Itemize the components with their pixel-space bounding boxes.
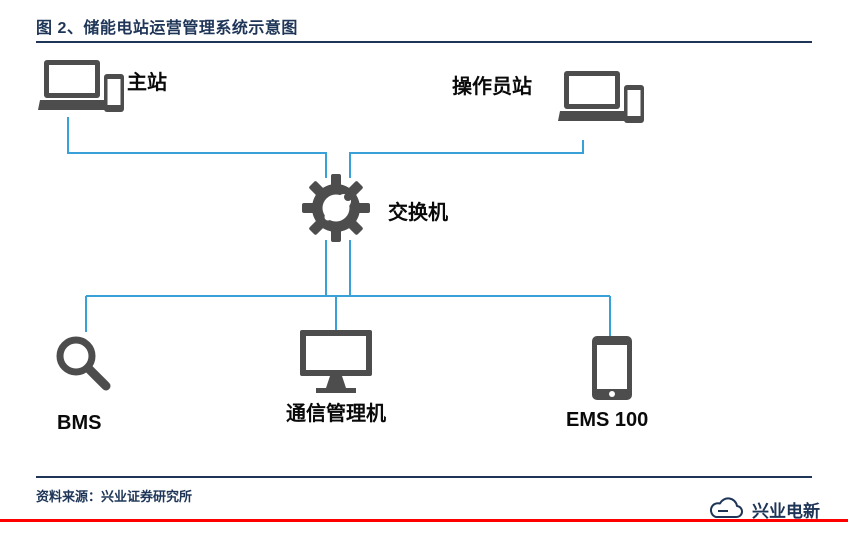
node-switch — [300, 172, 372, 249]
brand-name: 兴业电新 — [752, 501, 820, 521]
footer-divider — [36, 476, 812, 478]
brand-logo: 兴业电新 — [706, 496, 820, 522]
node-main-station — [38, 60, 126, 125]
node-operator-station — [558, 70, 646, 137]
magnifier-icon — [56, 336, 111, 391]
tablet-icon — [592, 336, 632, 400]
node-ems100 — [592, 336, 632, 405]
gear-wrench-icon — [302, 174, 370, 242]
monitor-icon — [300, 330, 372, 393]
node-label-comm-manager: 通信管理机 — [286, 403, 386, 425]
node-label-switch: 交换机 — [388, 202, 448, 224]
node-bms — [52, 332, 114, 399]
cloud-logo-icon — [710, 497, 743, 518]
red-divider — [0, 519, 848, 522]
node-label-ems100: EMS 100 — [566, 409, 649, 431]
node-label-bms: BMS — [57, 412, 102, 434]
title-underline — [36, 41, 812, 43]
laptop-phone-icon — [558, 71, 644, 123]
figure-title: 图 2、储能电站运营管理系统示意图 — [36, 20, 298, 37]
node-comm-manager — [300, 330, 372, 399]
laptop-phone-icon — [38, 60, 124, 112]
node-label-main-station: 主站 — [127, 72, 167, 94]
source-text: 资料来源：兴业证券研究所 — [36, 489, 193, 504]
node-label-operator-station: 操作员站 — [452, 76, 532, 98]
